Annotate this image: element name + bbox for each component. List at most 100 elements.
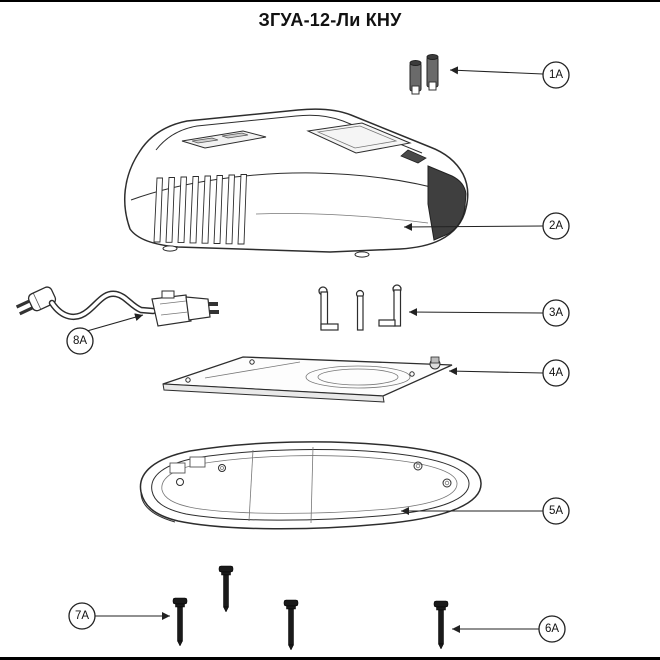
screw-head <box>218 565 234 573</box>
shell-screw-post-hole <box>220 466 224 470</box>
callout-7A: 7A <box>68 602 170 630</box>
callout-4A: 4A <box>448 359 570 387</box>
screw-collar <box>175 603 185 608</box>
leader-line-1A <box>449 66 544 75</box>
callout-circle-4A <box>542 359 570 387</box>
callout-label-4A: 4A <box>549 367 563 379</box>
page-title: ЗГУА-12-Ли КНУ <box>258 10 402 30</box>
callout-label-3A: 3A <box>549 307 563 319</box>
screw-tip <box>288 644 294 651</box>
screw-head <box>433 600 449 608</box>
shell-partition <box>310 446 314 524</box>
upper-housing-body <box>123 108 469 253</box>
screw-part <box>283 599 299 651</box>
bracket-middle-pin <box>356 295 364 331</box>
terminal-post-top <box>409 60 422 66</box>
leader-line-2A <box>403 222 544 231</box>
slot-contact <box>191 137 219 144</box>
connector-seam <box>160 311 189 316</box>
housing-foot <box>354 251 370 258</box>
terminal-post-top <box>426 54 439 60</box>
shell-screw-post-hole <box>415 463 421 469</box>
screw-head <box>172 597 188 605</box>
board-hole <box>249 359 255 365</box>
circuit-board-part <box>162 356 453 403</box>
screw-part <box>433 600 449 650</box>
plug-prong <box>19 306 35 316</box>
connector-pin <box>208 302 218 306</box>
vent-slats <box>153 174 247 245</box>
screw-head <box>283 599 299 607</box>
housing-top-rim <box>155 114 423 154</box>
battery-slot-right <box>306 122 412 154</box>
housing-dark-panel <box>427 165 467 241</box>
screw-tip <box>438 643 444 650</box>
callout-circle-5A <box>542 497 570 525</box>
callout-circle-3A <box>542 299 570 327</box>
screw-tip <box>177 640 183 647</box>
screw-shaft <box>177 606 183 642</box>
connector-pin <box>209 310 219 314</box>
screw-shaft <box>288 608 294 646</box>
shell-screw-post <box>442 478 452 488</box>
power-plug <box>15 286 57 316</box>
plug-prong <box>15 299 31 309</box>
cord-connector-body <box>151 294 192 327</box>
connector-seam <box>159 300 187 305</box>
board-trace <box>204 361 301 379</box>
screw-part <box>172 597 188 647</box>
plug-body <box>27 286 57 312</box>
shell-contact-pocket <box>189 456 206 468</box>
plug-seam <box>33 293 42 310</box>
upper-housing-part <box>123 108 469 258</box>
board-component-top <box>430 356 440 364</box>
bracket-left-foot <box>320 323 339 331</box>
screw-shaft <box>223 574 229 608</box>
housing-crease <box>130 172 451 201</box>
leader-line-8A <box>86 313 144 332</box>
power-cord-part <box>15 286 219 327</box>
callout-label-7A: 7A <box>75 610 89 622</box>
top-border <box>0 0 660 2</box>
callout-label-6A: 6A <box>545 623 559 635</box>
callout-circle-7A <box>68 602 96 630</box>
board-oval-marking <box>305 365 411 389</box>
cord-connector-head <box>185 296 211 321</box>
board-edge <box>162 383 385 403</box>
bracket-right-foot <box>378 319 396 327</box>
shell-screw-post-hole <box>444 480 450 486</box>
board-hole <box>185 377 191 383</box>
screw-part <box>218 565 234 613</box>
board-oval-marking-inner <box>317 368 399 386</box>
board-hole <box>409 371 415 377</box>
cord-cable <box>50 292 155 319</box>
callout-circle-6A <box>538 615 566 643</box>
housing-foot <box>162 245 178 252</box>
callout-circle-1A <box>542 61 570 89</box>
slot-inner-line <box>316 125 398 149</box>
lower-housing-part <box>139 441 482 530</box>
bracket-right-arm <box>393 289 402 327</box>
housing-front-seam <box>255 213 429 224</box>
connector-tab <box>161 290 175 299</box>
slot-contact <box>221 132 249 139</box>
screw-collar <box>221 571 231 576</box>
screw-collar <box>286 605 296 610</box>
callout-circle-8A <box>66 327 94 355</box>
callout-3A: 3A <box>408 299 570 327</box>
bottom-border <box>0 657 660 660</box>
shell-contact-pocket <box>169 462 186 474</box>
shell-floor-line <box>161 455 458 514</box>
screw-collar <box>436 606 446 611</box>
shell-inner-rim <box>151 449 470 521</box>
callout-label-8A: 8A <box>73 335 87 347</box>
terminal-post-base <box>411 85 420 95</box>
callout-label-1A: 1A <box>549 69 563 81</box>
terminal-post-base <box>428 81 437 91</box>
shell-wall-thickness <box>140 489 176 523</box>
callout-circle-2A <box>542 212 570 240</box>
callout-6A: 6A <box>452 615 566 643</box>
contact-brackets-part <box>318 284 402 331</box>
